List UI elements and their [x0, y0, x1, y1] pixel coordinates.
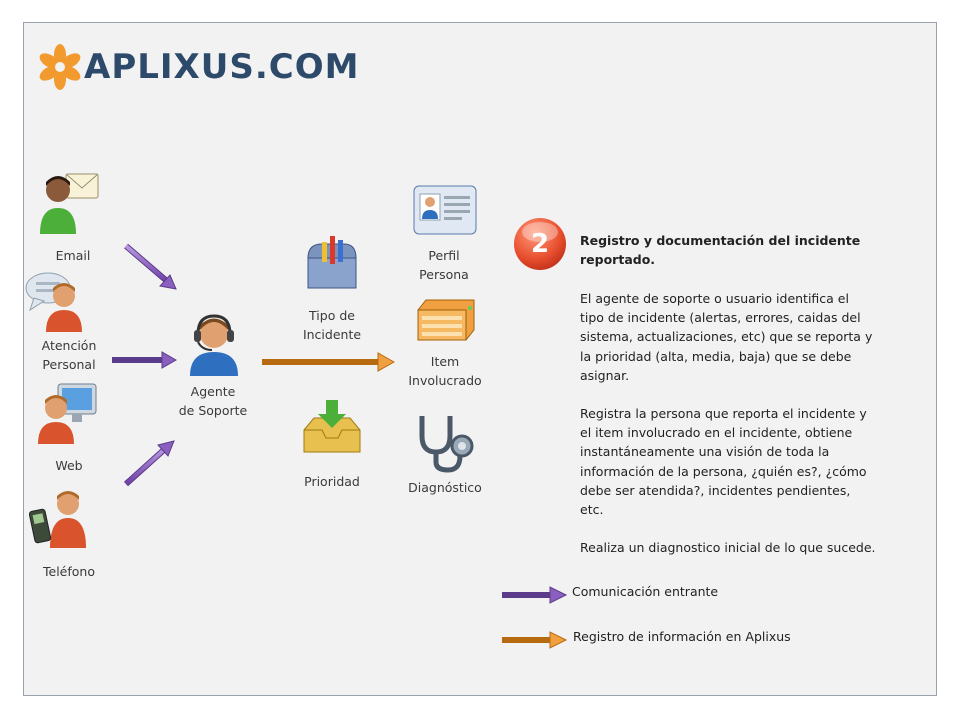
brand-logo-text: APLIXUS.COM	[84, 47, 360, 87]
step-title-line2: reportado.	[580, 252, 656, 268]
step-number-badge-icon	[514, 218, 566, 270]
phone-person-icon	[28, 491, 86, 548]
email-person-icon	[40, 173, 99, 234]
channel-label-telefono: Teléfono	[43, 564, 95, 579]
headset-agent-icon	[190, 314, 238, 376]
stethoscope-icon	[419, 416, 474, 473]
agent-label-line2: de Soporte	[178, 403, 248, 418]
paragraph-line: información de la persona, ¿quién es?, ¿…	[580, 463, 867, 479]
paragraph-line: sistema, actualizaciones, etc) que se re…	[580, 329, 873, 345]
item-label-line2: Incidente	[302, 327, 362, 342]
channel-label-web: Web	[55, 458, 83, 473]
item-label-line2: Involucrado	[408, 373, 482, 388]
paragraph-line: asignar.	[580, 367, 630, 383]
incoming-arrow-atencion	[112, 351, 178, 369]
incoming-arrow-email	[124, 243, 177, 290]
channel-label-line1: Atención	[41, 338, 97, 353]
item-label-line1: Tipo de	[309, 308, 355, 323]
speech-person-icon	[25, 272, 82, 332]
step-title: Registro y documentación del incidente r…	[580, 231, 890, 269]
item-label-perfil-persona: Perfil Persona	[404, 246, 484, 284]
legend-arrow-purple	[502, 586, 568, 604]
item-label-line2: Persona	[419, 267, 469, 282]
channel-label-atencion-personal: Atención Personal	[30, 336, 108, 374]
paragraph-line: la prioridad (alta, media, baja) que se …	[580, 348, 852, 364]
step-title-line1: Registro y documentación del incidente	[580, 233, 861, 248]
registration-arrow	[262, 352, 396, 372]
computer-person-icon	[38, 383, 97, 444]
step-paragraph-1: El agente de soporte o usuario identific…	[580, 289, 890, 385]
slide-frame	[23, 22, 937, 696]
aplixus-flower-logo-icon	[39, 44, 81, 90]
item-label-prioridad: Prioridad	[304, 474, 360, 489]
inbox-tray-icon	[303, 400, 361, 453]
paragraph-line: Registra la persona que reporta el incid…	[580, 406, 867, 421]
channel-label-line2: Personal	[42, 357, 96, 372]
paragraph-line: El agente de soporte o usuario identific…	[580, 291, 849, 306]
item-label-line1: Perfil	[428, 248, 460, 263]
paragraph-line: tipo de incidente (alertas, errores, cai…	[580, 310, 861, 326]
legend-label-registration: Registro de información en Aplixus	[573, 629, 791, 644]
paragraph-line: el item involucrado en el incidente, obt…	[580, 425, 853, 441]
item-label-item-involucrado: Item Involucrado	[400, 352, 490, 390]
channel-label-email: Email	[55, 248, 91, 263]
agent-label-line1: Agente	[190, 384, 236, 399]
server-box-icon	[417, 299, 475, 341]
paragraph-line: instantáneamente una visión de toda la	[580, 444, 830, 460]
agent-label: Agente de Soporte	[168, 382, 258, 420]
legend-arrow-orange	[502, 631, 568, 649]
step-number: 2	[530, 229, 550, 259]
step-paragraph-3: Realiza un diagnostico inicial de lo que…	[580, 538, 890, 557]
paragraph-line: debe ser atendida?, incidentes pendiente…	[580, 482, 851, 498]
legend-label-incoming: Comunicación entrante	[572, 584, 719, 599]
paragraph-line: etc.	[580, 502, 604, 518]
paragraph-line: Realiza un diagnostico inicial de lo que…	[580, 540, 876, 555]
id-card-icon	[413, 185, 477, 235]
item-label-tipo-incidente: Tipo de Incidente	[292, 306, 372, 344]
incoming-arrow-web	[123, 440, 175, 487]
item-label-line1: Item	[430, 354, 460, 369]
item-label-diagnostico: Diagnóstico	[408, 480, 482, 495]
step-paragraph-2: Registra la persona que reporta el incid…	[580, 404, 890, 519]
mailbox-icon	[307, 236, 357, 289]
